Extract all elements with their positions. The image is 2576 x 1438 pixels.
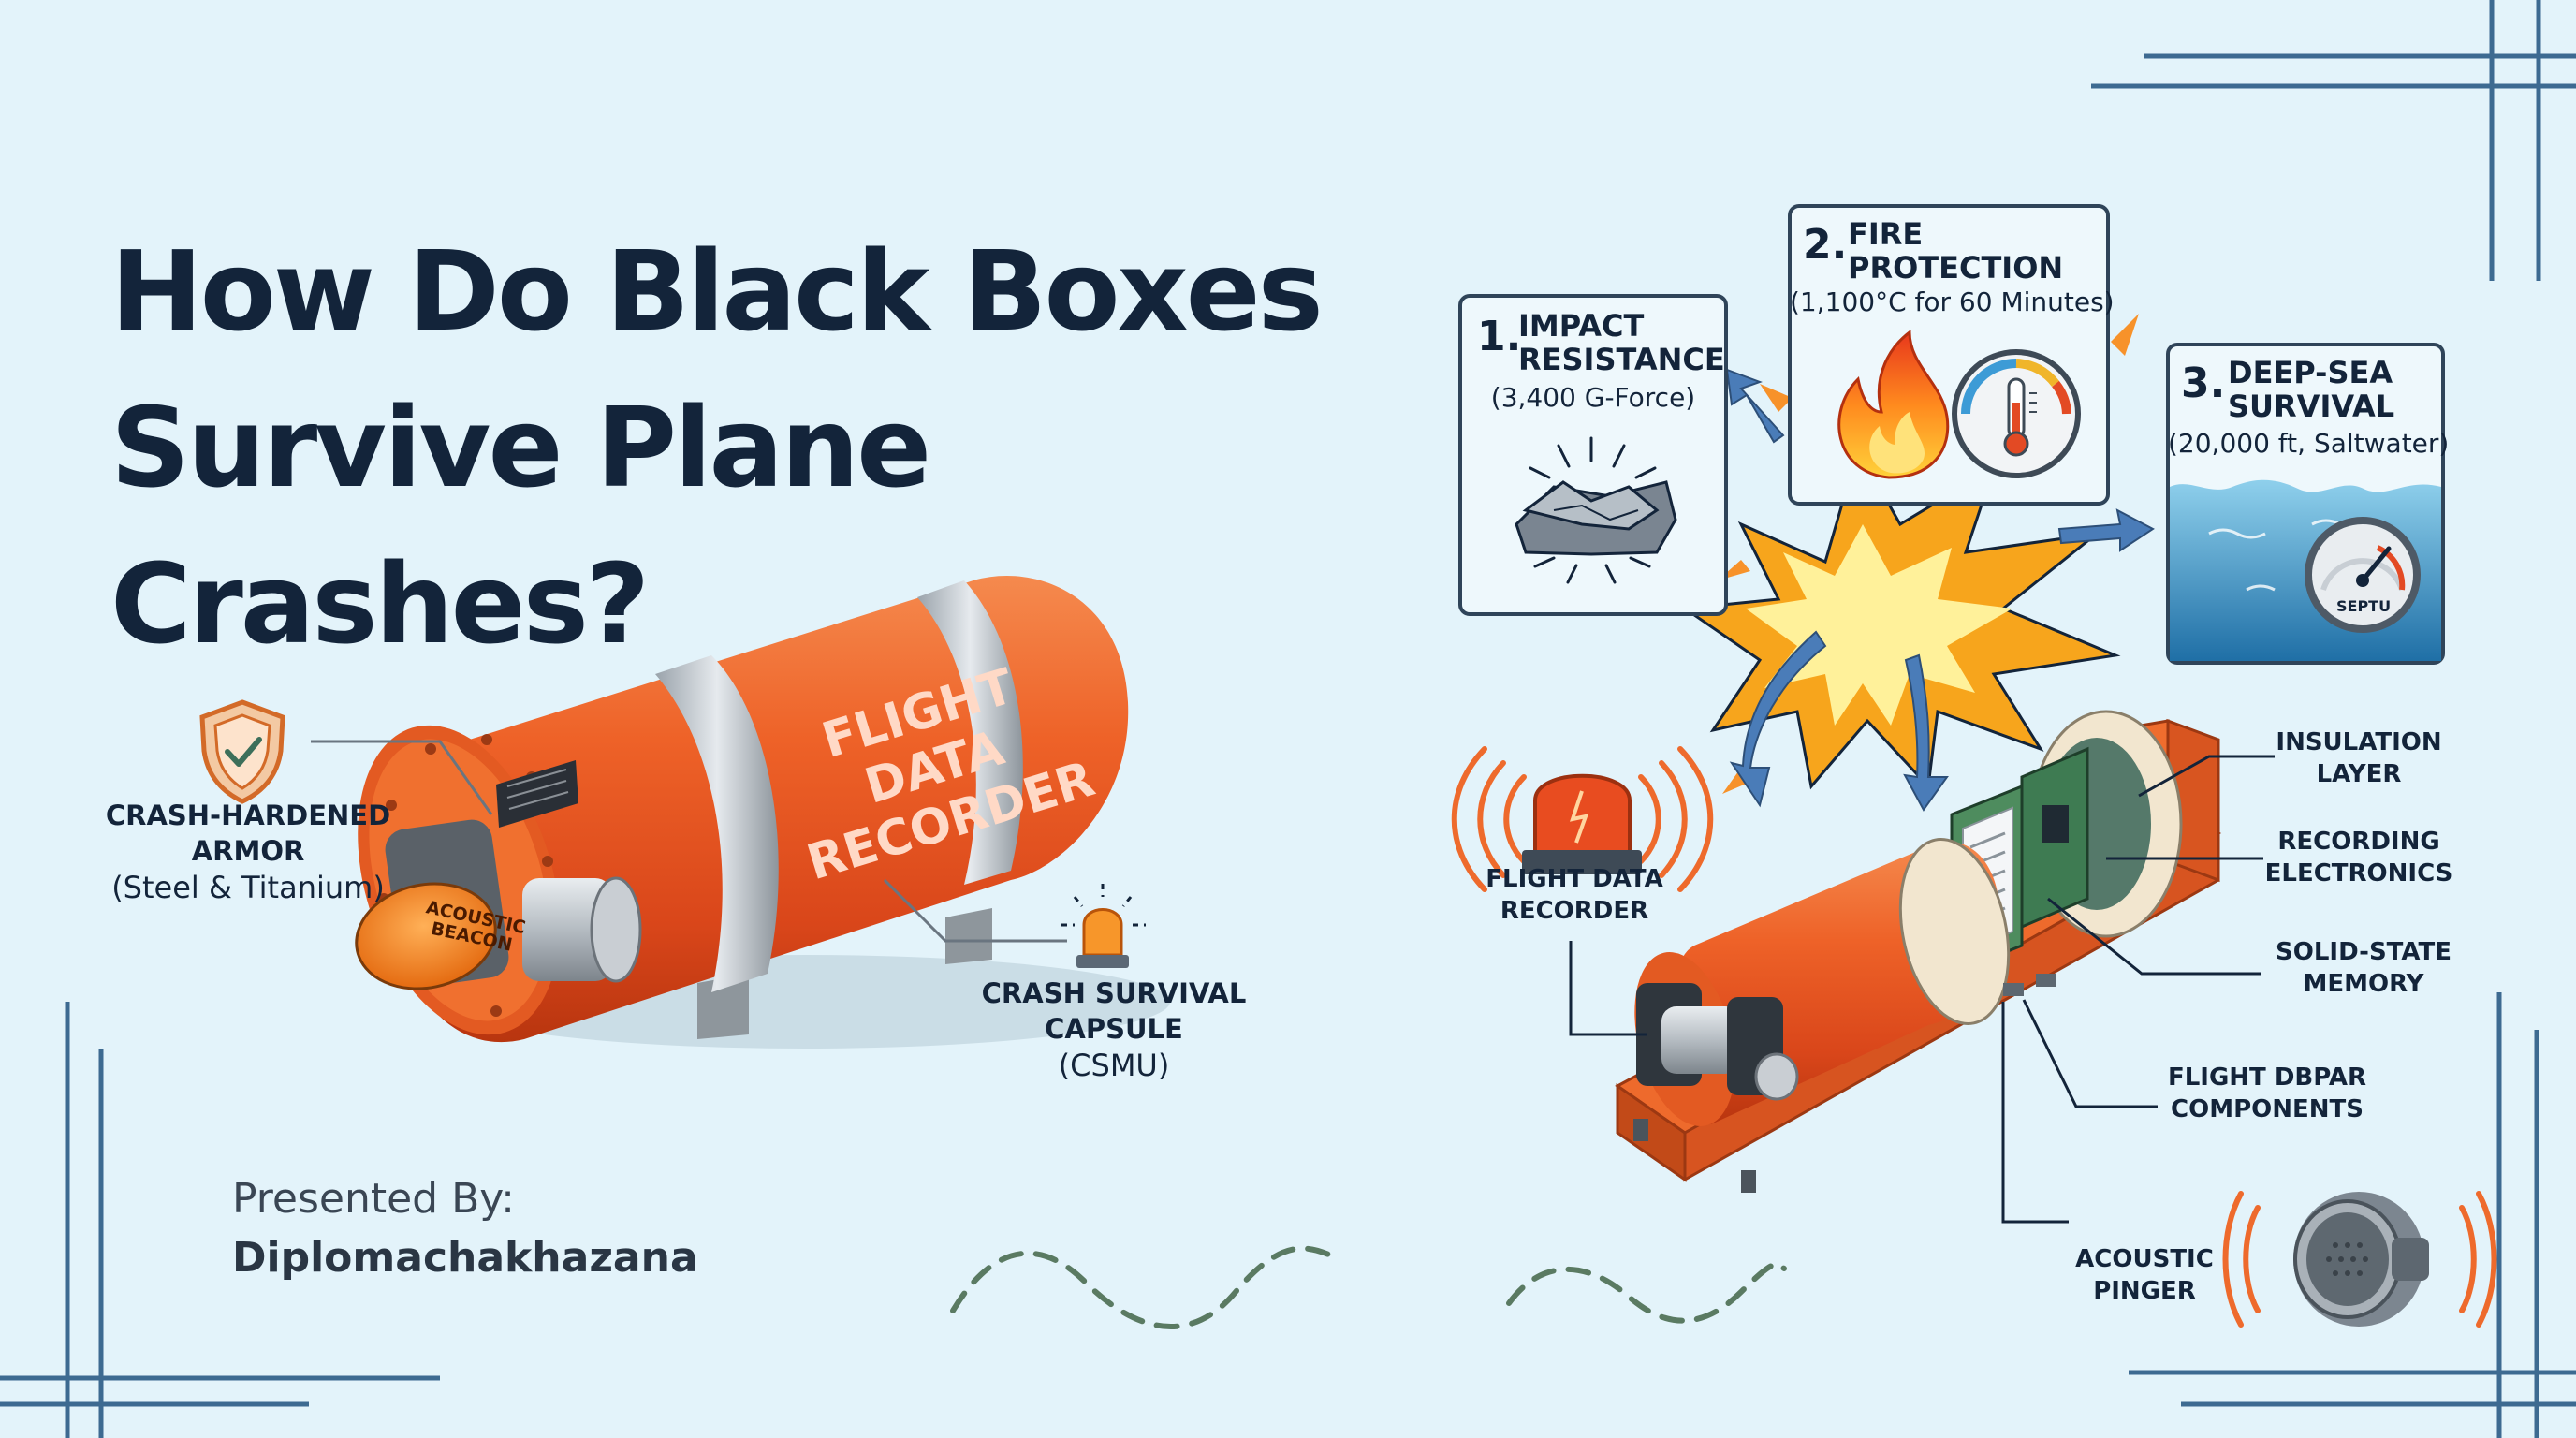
title-line-1: How Do Black Boxes xyxy=(110,227,1324,356)
flame-icon xyxy=(1837,330,1950,479)
presenter-name: Diplomachakhazana xyxy=(232,1234,698,1282)
armor-label-line-2: ARMOR xyxy=(191,835,305,867)
electronics-line-1: RECORDING xyxy=(2277,828,2440,856)
components-line-1: FLIGHT DBPAR xyxy=(2167,1064,2367,1092)
components-line-2: COMPONENTS xyxy=(2171,1095,2364,1123)
pressure-gauge-icon xyxy=(2305,517,2421,633)
fire-protection-card xyxy=(1788,204,2110,506)
capsule-label-line-1: CRASH SURVIVAL xyxy=(981,977,1247,1009)
sea-gauge-text: SEPTU xyxy=(2336,597,2392,615)
insulation-callout: INSULATION LAYER xyxy=(2256,726,2462,790)
title-line-3: Crashes? xyxy=(110,539,650,668)
insulation-line-1: INSULATION xyxy=(2276,728,2442,756)
fire-head-2: PROTECTION xyxy=(1848,250,2064,286)
electronics-line-2: ELECTRONICS xyxy=(2264,859,2453,888)
fire-number: 2. xyxy=(1803,221,1848,269)
impact-head-2: RESISTANCE xyxy=(1518,342,1725,377)
armor-label-line-1: CRASH-HARDENED xyxy=(105,800,391,831)
thermometer-gauge-icon xyxy=(1952,349,2081,478)
components-callout: FLIGHT DBPAR COMPONENTS xyxy=(2155,1062,2379,1125)
pinger-line-1: ACOUSTIC xyxy=(2075,1245,2214,1273)
fire-sub: (1,100°C for 60 Minutes) xyxy=(1790,286,2115,317)
sea-head-1: DEEP-SEA xyxy=(2228,355,2393,390)
capsule-label-line-2: CAPSULE xyxy=(1045,1013,1183,1045)
memory-line-2: MEMORY xyxy=(2303,970,2424,998)
sea-sub: (20,000 ft, Saltwater) xyxy=(2168,428,2450,459)
impact-number: 1. xyxy=(1477,313,1522,360)
capsule-callout: CRASH SURVIVAL CAPSULE (CSMU) xyxy=(964,976,1264,1084)
decorative-dash-waves xyxy=(950,1245,1787,1329)
impact-head-1: IMPACT xyxy=(1518,308,1645,344)
sea-number: 3. xyxy=(2181,360,2226,407)
pinger-line-2: PINGER xyxy=(2093,1277,2196,1305)
sea-head-2: SURVIVAL xyxy=(2228,389,2395,424)
alarm-beacon-icon xyxy=(1451,746,1714,892)
memory-callout: SOLID-STATE MEMORY xyxy=(2256,936,2471,1000)
memory-line-1: SOLID-STATE xyxy=(2276,938,2452,966)
impact-resistance-card xyxy=(1458,294,1728,616)
presented-by-label: Presented By: xyxy=(232,1175,515,1223)
acoustic-pinger-icon xyxy=(2222,1191,2497,1328)
capsule-sub: (CSMU) xyxy=(1058,1048,1170,1083)
crushed-metal-icon xyxy=(1515,436,1677,584)
warning-light-icon xyxy=(1061,884,1146,968)
pinger-callout: ACOUSTIC PINGER xyxy=(2065,1243,2224,1307)
page-title: How Do Black Boxes Survive Plane Crashes… xyxy=(110,213,1324,682)
title-line-2: Survive Plane xyxy=(110,383,931,512)
fdr-callout: FLIGHT DATA RECORDER xyxy=(1462,863,1687,927)
callout-lines-right xyxy=(1569,755,2275,1224)
insulation-line-2: LAYER xyxy=(2316,760,2402,788)
electronics-callout: RECORDING ELECTRONICS xyxy=(2247,826,2471,889)
callout-lines-left xyxy=(311,740,1067,943)
deep-sea-survival-card xyxy=(2166,343,2445,665)
armor-callout: CRASH-HARDENED ARMOR (Steel & Titanium) xyxy=(94,798,402,906)
fdr-label-line-1: FLIGHT DATA xyxy=(1486,865,1663,893)
armor-sub: (Steel & Titanium) xyxy=(111,870,385,905)
flight-data-recorder-drum xyxy=(355,576,1170,1049)
fire-head-1: FIRE xyxy=(1848,216,1924,252)
shield-icon xyxy=(199,699,285,804)
impact-sub: (3,400 G-Force) xyxy=(1490,382,1696,413)
fdr-label-line-2: RECORDER xyxy=(1500,897,1649,925)
exploded-recorder-assembly xyxy=(1615,710,2222,1193)
